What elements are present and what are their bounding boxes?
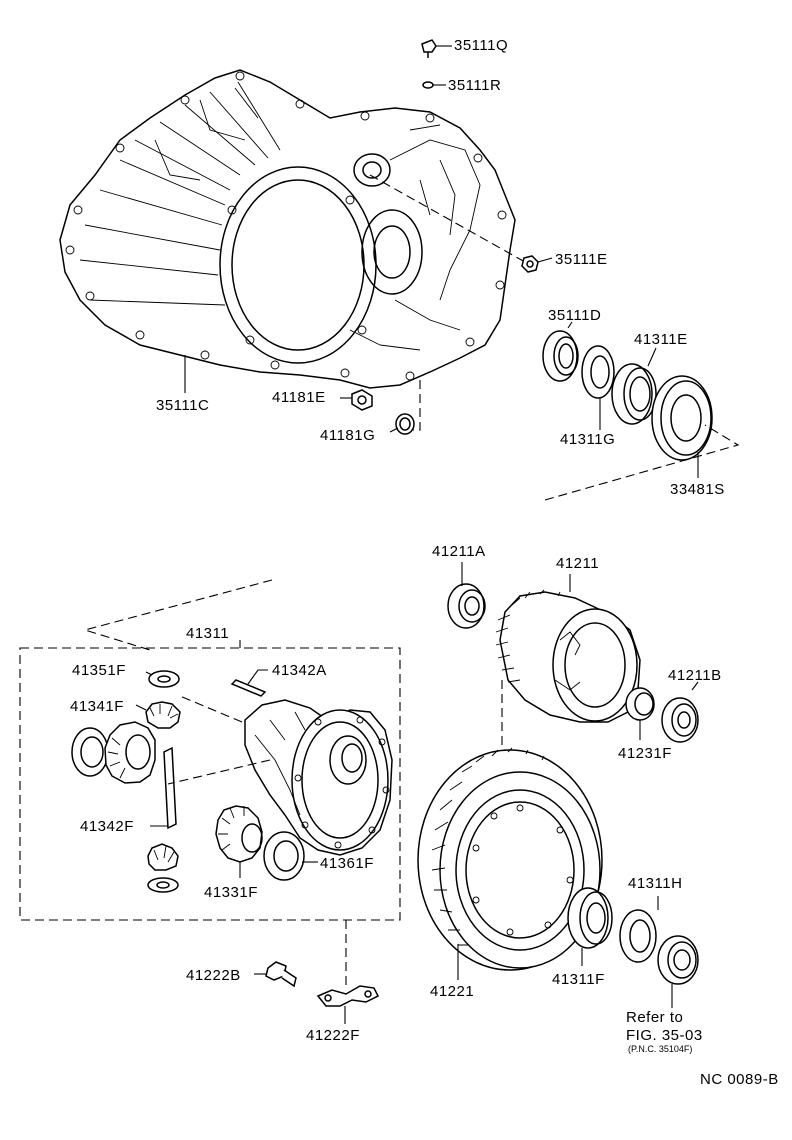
label-41211: 41211	[556, 555, 599, 572]
nut-41181E-icon	[340, 389, 373, 411]
bearing-41311E-icon	[611, 347, 657, 425]
gasket-41181G-icon	[389, 380, 421, 435]
bolt-35111Q-icon	[421, 39, 452, 58]
label-33481S: 33481S	[670, 481, 725, 498]
reference-line2: FIG. 35-03	[626, 1027, 703, 1044]
ring-35111R-icon	[422, 81, 446, 89]
bracket-41222F-icon	[316, 985, 380, 1024]
gear-41211-icon	[495, 574, 641, 780]
differential-case-icon	[167, 695, 393, 856]
shim-41311G-icon	[581, 345, 615, 430]
plug-35111E-icon	[521, 255, 553, 273]
shim-41311H-icon	[619, 896, 659, 963]
collar-41231F-icon	[625, 687, 655, 740]
label-41181G: 41181G	[320, 427, 375, 444]
bearing-41211B-icon	[661, 681, 699, 743]
washer-41351F-icon	[145, 670, 180, 688]
label-41331F: 41331F	[204, 884, 258, 901]
pin-41342A-icon	[230, 669, 268, 697]
label-41361F: 41361F	[320, 855, 374, 872]
seal-35111D-icon	[542, 321, 579, 382]
bearing-41211A-icon	[447, 562, 486, 629]
label-35111D: 35111D	[548, 307, 601, 324]
label-41181E: 41181E	[272, 389, 326, 406]
label-41311F: 41311F	[552, 971, 605, 988]
diagram-id: NC 0089-B	[700, 1071, 779, 1088]
label-41211A: 41211A	[432, 543, 486, 560]
label-41311E: 41311E	[634, 331, 688, 348]
transaxle-case-drawing	[59, 69, 526, 393]
washer-side-icon	[71, 727, 109, 777]
label-41342A: 41342A	[272, 662, 327, 679]
bearing-41311F-icon	[567, 887, 613, 966]
label-41311G: 41311G	[560, 431, 615, 448]
label-35111E: 35111E	[555, 251, 608, 268]
reference-line1: Refer to	[626, 1009, 683, 1026]
seal-reference-icon	[657, 935, 699, 1008]
label-41342F: 41342F	[80, 818, 134, 835]
label-41341F: 41341F	[70, 698, 124, 715]
side-gear-icon	[104, 721, 156, 784]
label-41211B: 41211B	[668, 667, 722, 684]
label-41231F: 41231F	[618, 745, 672, 762]
ring-gear-41221-icon	[417, 747, 603, 980]
reference-line3: (P.N.C. 35104F)	[628, 1044, 692, 1054]
cover-33481S-icon	[651, 375, 713, 478]
label-35111Q: 35111Q	[454, 37, 508, 54]
shim-41361F-icon	[263, 831, 318, 881]
pinion-lower-icon	[147, 843, 179, 893]
shaft-41342F-icon	[150, 746, 177, 830]
label-41222F: 41222F	[306, 1027, 360, 1044]
label-35111R: 35111R	[448, 77, 501, 94]
label-35111C: 35111C	[156, 397, 209, 414]
bolt-41222B-icon	[254, 961, 297, 988]
pinion-41341F-icon	[135, 701, 181, 729]
label-41222B: 41222B	[186, 967, 241, 984]
label-41311: 41311	[186, 625, 229, 642]
label-41221: 41221	[430, 983, 474, 1000]
label-41311H: 41311H	[628, 875, 682, 892]
gear-41331F-icon	[215, 805, 263, 878]
label-41351F: 41351F	[72, 662, 126, 679]
